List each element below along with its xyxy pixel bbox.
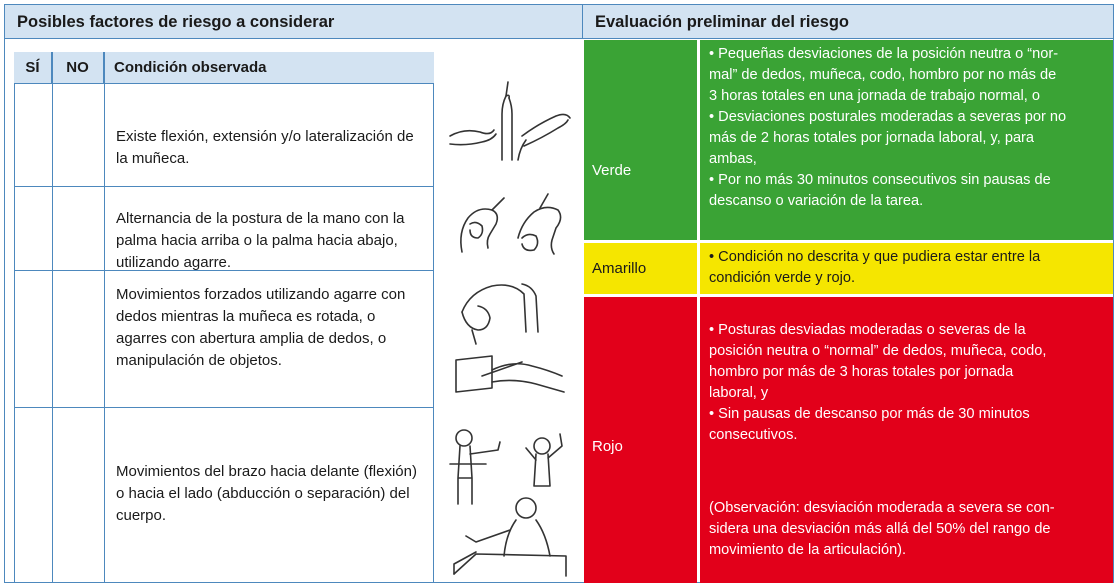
wrist-positions-drawing bbox=[446, 74, 574, 164]
criteria-line: • Condición no descrita y que pudiera es… bbox=[709, 249, 1041, 265]
condition-text: Existe flexión, extensión y/o lateraliza… bbox=[116, 128, 414, 167]
row-2-no-cell[interactable] bbox=[53, 187, 103, 269]
criteria-line: • Sin pausas de descanso por más de 30 m… bbox=[709, 406, 1030, 422]
criteria-line: • Posturas desviadas moderadas o severas… bbox=[709, 322, 1026, 338]
criteria-line: • Desviaciones posturales moderadas a se… bbox=[709, 109, 1067, 125]
note-line: movimiento de la articulación). bbox=[709, 542, 907, 558]
note-line: sidera una desviación más allá del 50% d… bbox=[709, 521, 1051, 537]
row-divider bbox=[14, 186, 434, 187]
condition-text: Movimientos forzados utilizando agarre c… bbox=[116, 286, 406, 369]
forced-grip-drawing bbox=[452, 272, 570, 406]
criteria-line: • Por no más 30 minutos consecutivos sin… bbox=[709, 172, 1051, 188]
criteria-cell-yellow bbox=[700, 243, 1113, 294]
level-cell-red bbox=[584, 297, 697, 583]
criteria-line: condición verde y rojo. bbox=[709, 270, 856, 286]
level-cell-yellow bbox=[584, 243, 697, 294]
criteria-line: 3 horas totales en una jornada de trabaj… bbox=[709, 88, 1041, 104]
criteria-line: consecutivos. bbox=[709, 427, 798, 443]
criteria-text-green: • Pequeñas desviaciones de la posición n… bbox=[709, 44, 1066, 212]
column-header-no: NO bbox=[52, 52, 104, 84]
right-section-header: Evaluación preliminar del riesgo bbox=[583, 5, 1113, 39]
column-divider bbox=[52, 52, 53, 583]
left-section-header: Posibles factores de riesgo a considerar bbox=[5, 5, 583, 39]
observation-note: (Observación: desviación moderada a seve… bbox=[709, 498, 1055, 561]
criteria-line: laboral, y bbox=[709, 385, 769, 401]
criteria-line: posición neutra o “normal” de dedos, muñ… bbox=[709, 343, 1047, 359]
level-label-yellow: Amarillo bbox=[592, 260, 647, 277]
row-1-no-cell[interactable] bbox=[53, 85, 103, 185]
row-1-si-cell[interactable] bbox=[15, 85, 51, 185]
row-2-si-cell[interactable] bbox=[15, 187, 51, 269]
note-line: (Observación: desviación moderada a seve… bbox=[709, 500, 1055, 516]
criteria-line: • Pequeñas desviaciones de la posición n… bbox=[709, 46, 1059, 62]
row-4-no-cell[interactable] bbox=[53, 408, 103, 582]
criteria-line: ambas, bbox=[709, 151, 757, 167]
criteria-line: hombro por más de 3 horas totales por jo… bbox=[709, 364, 1014, 380]
criteria-line: descanso o variación de la tarea. bbox=[709, 193, 924, 209]
arm-flexion-abduction-drawing bbox=[446, 424, 574, 580]
level-cell-green bbox=[584, 40, 697, 240]
criteria-text-red: • Posturas desviadas moderadas o severas… bbox=[709, 320, 1046, 446]
palm-up-down-grip-drawing bbox=[456, 188, 566, 258]
column-header-condition: Condición observada bbox=[104, 52, 434, 84]
row-divider bbox=[14, 407, 434, 408]
row-3-no-cell[interactable] bbox=[53, 271, 103, 406]
row-divider bbox=[14, 270, 434, 271]
criteria-cell-green bbox=[700, 40, 1113, 240]
column-divider bbox=[104, 52, 105, 583]
level-label-green: Verde bbox=[592, 162, 632, 179]
risk-table-frame bbox=[4, 4, 1114, 583]
criteria-text-yellow: • Condición no descrita y que pudiera es… bbox=[709, 247, 1040, 289]
row-4-si-cell[interactable] bbox=[15, 408, 51, 582]
condition-text: Alternancia de la postura de la mano con… bbox=[116, 210, 405, 271]
criteria-cell-red bbox=[700, 297, 1113, 583]
column-header-si: SÍ bbox=[14, 52, 52, 84]
criteria-line: más de 2 horas totales por jornada labor… bbox=[709, 130, 1035, 146]
level-label-red: Rojo bbox=[592, 438, 623, 455]
row-3-si-cell[interactable] bbox=[15, 271, 51, 406]
criteria-line: mal” de dedos, muñeca, codo, hombro por … bbox=[709, 67, 1057, 83]
condition-text: Movimientos del brazo hacia delante (fle… bbox=[116, 463, 417, 524]
